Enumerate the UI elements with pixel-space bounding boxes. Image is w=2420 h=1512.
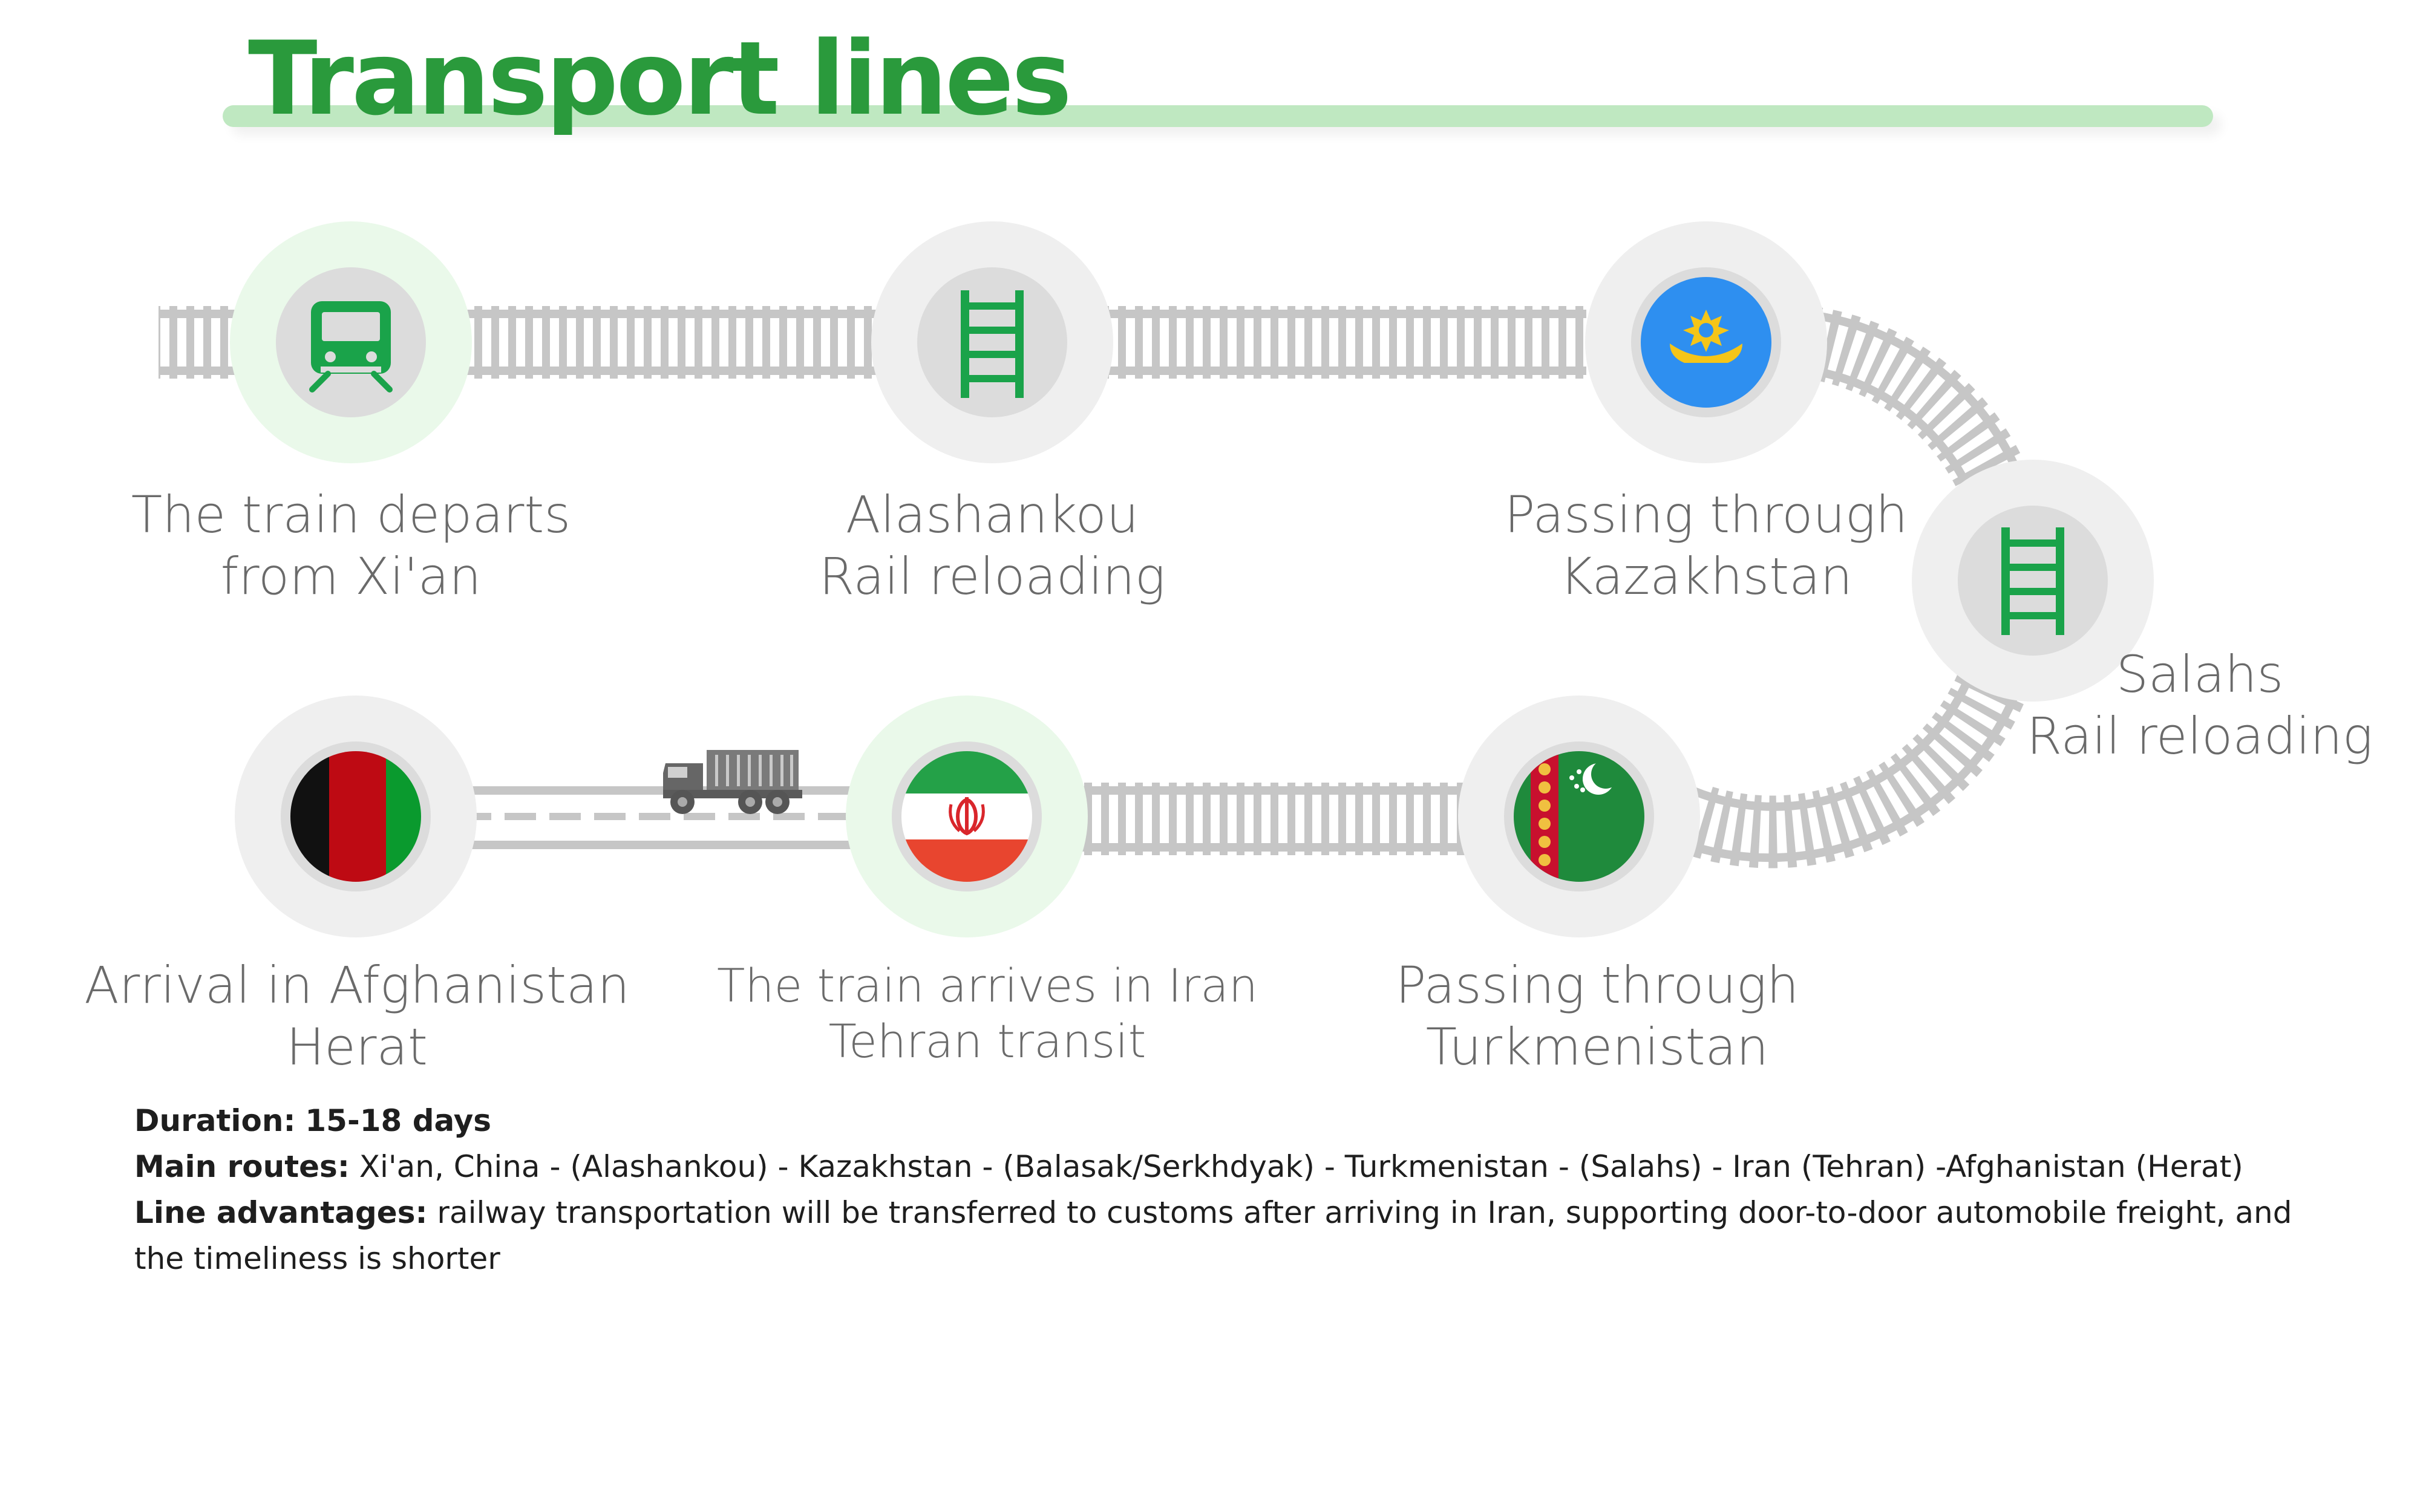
node-turkmenistan xyxy=(1458,696,1700,937)
truck-icon xyxy=(663,750,802,814)
label-turkmenistan-line1: Passing through xyxy=(1395,956,1799,1015)
rail-track-curve-lower xyxy=(1682,674,2024,868)
kazakhstan-flag-icon xyxy=(1641,277,1771,408)
label-afghanistan: Arrival in Afghanistan Herat xyxy=(84,954,630,1078)
routes-label: Main routes: xyxy=(134,1149,350,1184)
label-xian-line2: from Xi'an xyxy=(220,547,482,606)
label-iran-line1: The train arrives in Iran xyxy=(716,959,1258,1012)
label-alashankou: Alashankou Rail reloading xyxy=(819,484,1165,607)
train-icon xyxy=(309,301,393,393)
label-salahs: Salahs Rail reloading xyxy=(2027,644,2373,767)
route-info: Duration: 15-18 days Main routes: Xi'an,… xyxy=(134,1098,2324,1282)
label-xian-line1: The train departs xyxy=(131,485,571,544)
rail-track-icon xyxy=(2001,527,2064,635)
label-afghanistan-line2: Herat xyxy=(286,1017,428,1077)
label-afghanistan-line1: Arrival in Afghanistan xyxy=(84,956,630,1015)
routes-line: Main routes: Xi'an, China - (Alashankou)… xyxy=(134,1144,2324,1190)
label-salahs-line1: Salahs xyxy=(2116,645,2284,704)
label-xian: The train departs from Xi'an xyxy=(131,484,571,607)
label-iran: The train arrives in Iran Tehran transit xyxy=(717,958,1258,1069)
turkmenistan-flag-icon xyxy=(1514,751,1644,882)
label-turkmenistan: Passing through Turkmenistan xyxy=(1396,954,1799,1078)
label-kazakhstan: Passing through Kazakhstan xyxy=(1505,484,1908,607)
label-iran-line2: Tehran transit xyxy=(828,1014,1146,1068)
rail-track-curve-upper xyxy=(1803,306,2023,491)
node-salahs xyxy=(1912,460,2154,702)
page-title: Transport lines xyxy=(248,19,1072,138)
routes-value: Xi'an, China - (Alashankou) - Kazakhstan… xyxy=(359,1149,2243,1184)
node-alashankou xyxy=(871,221,1113,463)
label-salahs-line2: Rail reloading xyxy=(2026,706,2373,766)
duration-value: 15-18 days xyxy=(305,1103,492,1138)
advantages-value: railway transportation will be transferr… xyxy=(134,1195,2292,1276)
advantages-line: Line advantages: railway transportation … xyxy=(134,1190,2324,1282)
duration-label: Duration: xyxy=(134,1103,296,1138)
node-iran xyxy=(846,696,1088,937)
node-xian xyxy=(230,221,472,463)
duration-line: Duration: 15-18 days xyxy=(134,1098,2324,1144)
advantages-label: Line advantages: xyxy=(134,1195,428,1230)
label-turkmenistan-line2: Turkmenistan xyxy=(1425,1017,1769,1077)
node-kazakhstan xyxy=(1585,221,1827,463)
label-kazakhstan-line1: Passing through xyxy=(1504,485,1908,544)
rail-track-icon xyxy=(961,290,1024,398)
title-underline xyxy=(223,105,2213,127)
label-kazakhstan-line2: Kazakhstan xyxy=(1560,547,1853,606)
label-alashankou-line1: Alashankou xyxy=(845,485,1139,544)
label-alashankou-line2: Rail reloading xyxy=(819,547,1166,606)
node-afghanistan xyxy=(235,696,477,937)
